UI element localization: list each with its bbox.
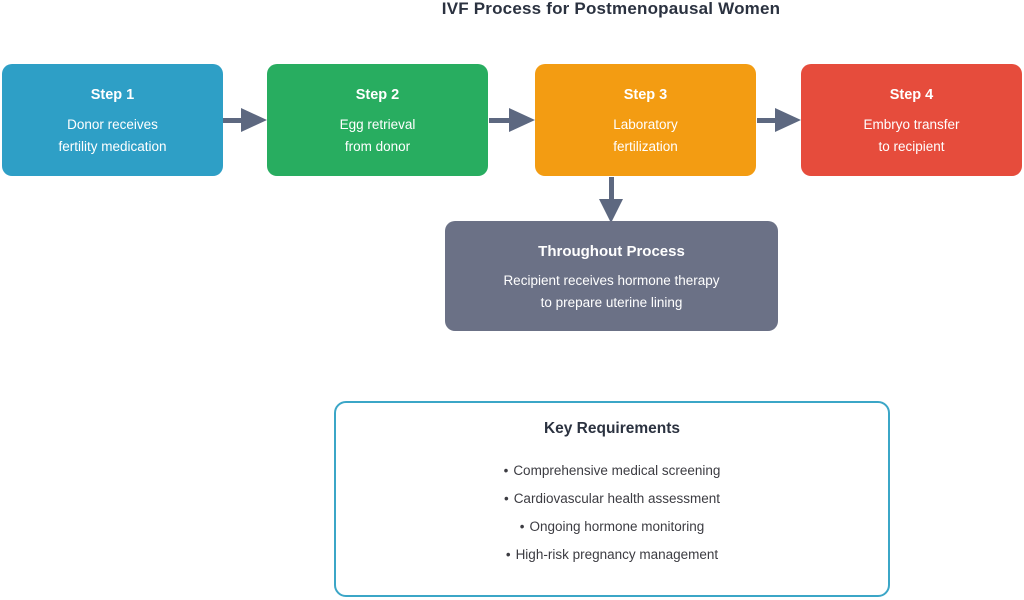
requirement-item-1-text: Comprehensive medical screening: [513, 463, 721, 478]
arrow-step3-to-step4-stem: [757, 118, 778, 123]
key-requirements-title: Key Requirements: [543, 420, 681, 437]
step-1-box: Step 1 Donor receives fertility medicati…: [2, 64, 223, 176]
arrow-step3-to-step4-icon: [775, 108, 801, 132]
step-3-text-line-2: fertilization: [613, 138, 678, 154]
step-1-text-line-1: Donor receives: [67, 116, 158, 132]
step-3-label: Step 3: [623, 86, 668, 103]
step-3-text-line-1: Laboratory: [613, 116, 678, 132]
requirement-item-3-text: Ongoing hormone monitoring: [529, 519, 705, 534]
throughout-process-text-line-1: Recipient receives hormone therapy: [503, 272, 720, 288]
step-1-text-line-2: fertility medication: [58, 138, 167, 154]
arrow-step3-to-throughout-icon: [599, 199, 623, 223]
arrow-step2-to-step3-icon: [509, 108, 535, 132]
arrow-step1-to-step2-icon: [241, 108, 267, 132]
step-4-label: Step 4: [889, 86, 934, 103]
key-requirements-box: Key Requirements • Comprehensive medical …: [334, 401, 890, 597]
step-4-box: Step 4 Embryo transfer to recipient: [801, 64, 1022, 176]
bullet-icon: •: [505, 547, 511, 562]
requirement-item-3: • Ongoing hormone monitoring: [336, 513, 888, 541]
step-2-label: Step 2: [355, 86, 400, 103]
bullet-icon: •: [503, 491, 509, 506]
throughout-process-title: Throughout Process: [538, 242, 685, 260]
requirement-item-4: • High-risk pregnancy management: [336, 541, 888, 569]
step-3-box: Step 3 Laboratory fertilization: [535, 64, 756, 176]
bullet-icon: •: [519, 519, 525, 534]
requirement-item-2: • Cardiovascular health assessment: [336, 485, 888, 513]
step-4-text-line-2: to recipient: [878, 138, 945, 154]
throughout-process-text-line-2: to prepare uterine lining: [540, 294, 683, 310]
step-2-text-line-1: Egg retrieval: [339, 116, 416, 132]
step-2-text-line-2: from donor: [344, 138, 411, 154]
requirement-item-2-text: Cardiovascular health assessment: [513, 491, 721, 506]
arrow-step1-to-step2-stem: [223, 118, 244, 123]
requirement-item-4-text: High-risk pregnancy management: [515, 547, 719, 562]
page-title: IVF Process for Postmenopausal Women: [441, 0, 781, 18]
bullet-icon: •: [503, 463, 509, 478]
arrow-step2-to-step3-stem: [489, 118, 510, 123]
arrow-step3-to-throughout-stem: [609, 177, 614, 200]
throughout-process-box: Throughout Process Recipient receives ho…: [445, 221, 778, 331]
step-2-box: Step 2 Egg retrieval from donor: [267, 64, 488, 176]
step-1-label: Step 1: [90, 86, 135, 103]
step-4-text-line-1: Embryo transfer: [863, 116, 960, 132]
requirement-item-1: • Comprehensive medical screening: [336, 457, 888, 485]
